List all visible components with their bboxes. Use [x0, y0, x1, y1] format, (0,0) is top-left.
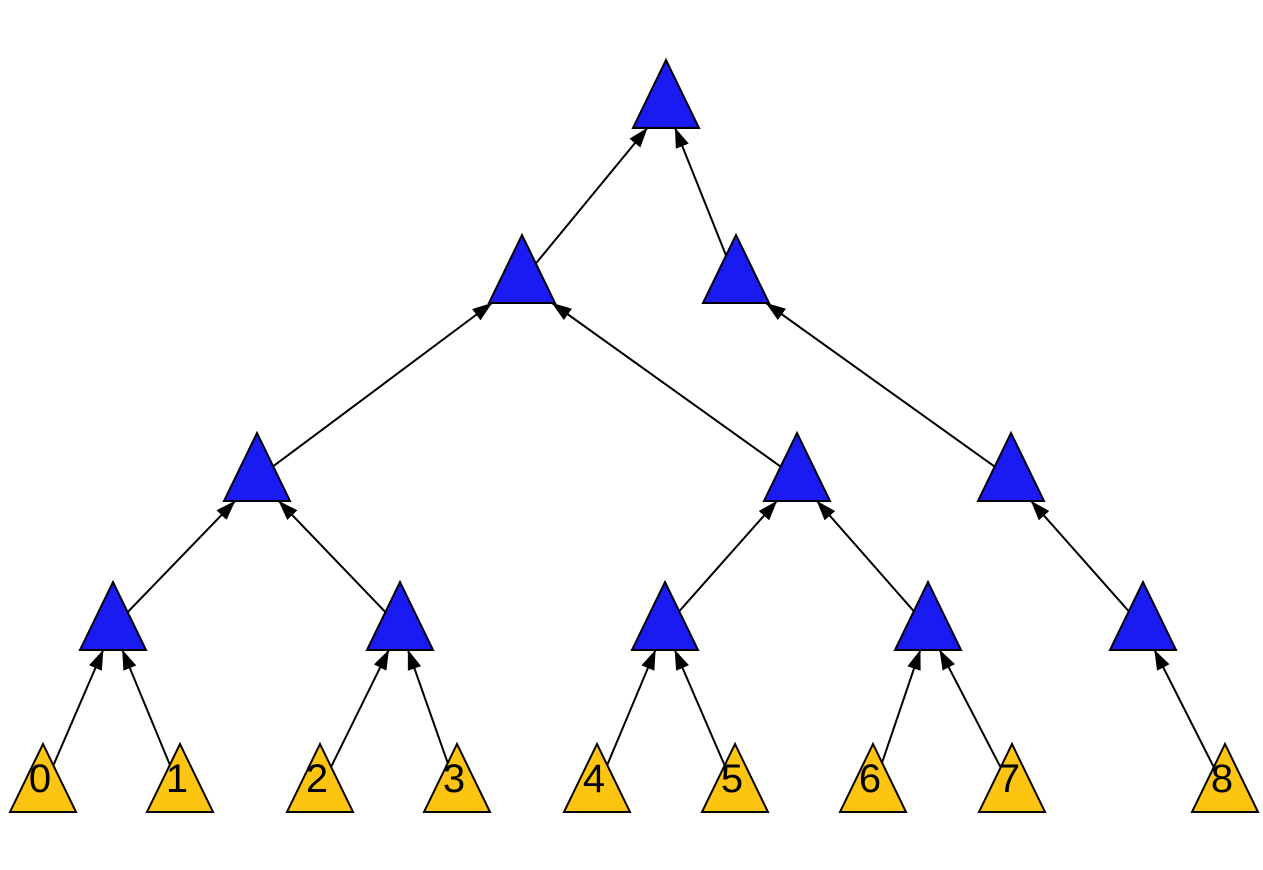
tree-node-n-6-7 — [893, 579, 963, 651]
tree-node-n-4-5 — [630, 579, 700, 651]
tree-node-leaf-0 — [8, 741, 78, 813]
edges-layer — [42, 127, 1226, 790]
tree-node-n-0-1 — [78, 579, 148, 651]
leaf-label-leaf-4: 4 — [583, 757, 605, 801]
tree-node-n-0-7 — [487, 232, 557, 304]
tree-edge-n-6-7-to-n-4-7 — [816, 500, 929, 628]
tree-node-n-0-3 — [222, 430, 292, 502]
leaf-label-leaf-0: 0 — [29, 757, 51, 801]
tree-node-root — [631, 57, 701, 129]
leaf-label-leaf-3: 3 — [443, 757, 465, 801]
tree-edge-n-4-7-to-n-0-7 — [551, 302, 798, 480]
tree-node-n-2-3 — [365, 579, 435, 651]
tree-node-leaf-4 — [562, 741, 632, 813]
tree-node-leaf-2 — [285, 741, 355, 813]
tree-node-n-4-7 — [762, 430, 832, 502]
tree-edge-leaf-7-to-n-6-7 — [938, 649, 1013, 790]
leaf-label-leaf-1: 1 — [166, 757, 188, 801]
leaf-label-leaf-7: 7 — [998, 757, 1020, 801]
tree-node-n-8b — [976, 430, 1046, 502]
tree-node-n-8a — [1108, 579, 1178, 651]
leaf-label-leaf-5: 5 — [721, 757, 743, 801]
tree-node-n-8c — [701, 232, 771, 304]
tree-edge-n-4-5-to-n-4-7 — [664, 500, 778, 628]
tree-node-leaf-1 — [145, 741, 215, 813]
tree-edge-n-2-3-to-n-0-3 — [278, 500, 401, 629]
labels-layer: 0 1 2 3 4 5 6 7 8 — [29, 757, 1233, 801]
tree-node-leaf-8 — [1190, 741, 1260, 813]
leaf-label-leaf-6: 6 — [859, 757, 881, 801]
leaf-label-leaf-2: 2 — [306, 757, 328, 801]
tree-edge-n-0-1-to-n-0-3 — [112, 500, 236, 629]
leaf-label-leaf-8: 8 — [1211, 757, 1233, 801]
tree-edge-n-0-7-to-root — [521, 127, 649, 281]
tree-edge-n-0-3-to-n-0-7 — [256, 302, 493, 480]
tree-edge-n-8a-to-n-8b — [1030, 500, 1144, 628]
nodes-layer — [8, 57, 1260, 813]
tree-node-leaf-3 — [422, 741, 492, 813]
tree-edge-n-8b-to-n-8c — [765, 302, 1012, 480]
tree-node-leaf-6 — [838, 741, 908, 813]
tree-node-leaf-5 — [700, 741, 770, 813]
tree-node-leaf-7 — [977, 741, 1047, 813]
